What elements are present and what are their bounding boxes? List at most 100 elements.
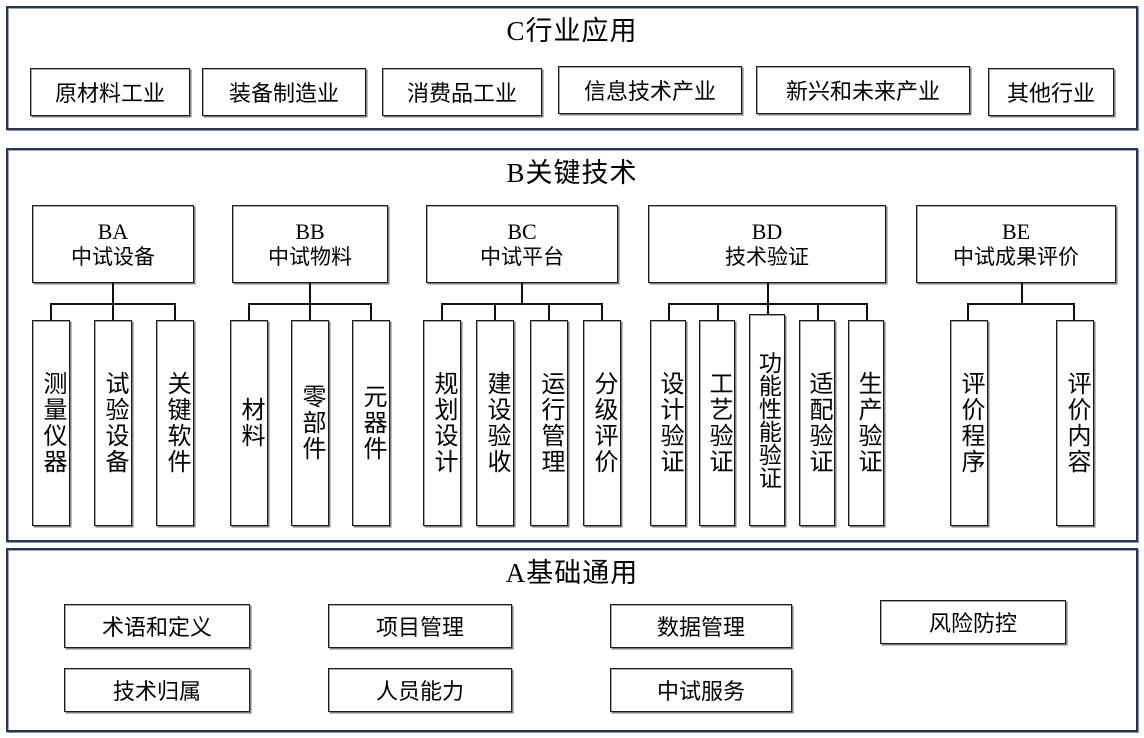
leaf-be-evaluation-content[interactable]: 评价内容	[1056, 320, 1094, 526]
leaf-ba-test-equipment[interactable]: 试验设备	[94, 320, 132, 526]
leaf-ba-measuring-instruments[interactable]: 测量仪器	[32, 320, 70, 526]
group-name: 中试物料	[268, 244, 352, 269]
connector-stem-bb	[309, 283, 312, 305]
connector-stem-bc	[521, 283, 524, 305]
leaf-bb-materials[interactable]: 材料	[230, 320, 268, 526]
connector-stem-ba	[112, 283, 115, 305]
connector-drop-bc-4	[601, 303, 604, 321]
foundation-chip-pilot-service[interactable]: 中试服务	[610, 668, 792, 712]
connector-bar-bc	[441, 303, 603, 306]
foundation-chip-label: 人员能力	[375, 679, 464, 704]
connector-drop-bd-1	[668, 303, 671, 321]
connector-drop-bb-2	[309, 303, 312, 321]
connector-stem-be	[1021, 283, 1024, 305]
industry-chip-label: 原材料工业	[54, 81, 165, 106]
connector-drop-be-2	[1073, 303, 1076, 321]
connector-drop-ba-3	[174, 303, 177, 321]
leaf-be-evaluation-procedure[interactable]: 评价程序	[950, 320, 988, 526]
group-header-bc[interactable]: BC 中试平台	[426, 205, 618, 283]
leaf-label: 元器件	[358, 384, 385, 462]
foundation-chip-label: 项目管理	[375, 615, 464, 640]
leaf-label: 评价内容	[1062, 371, 1089, 475]
connector-drop-be-1	[967, 303, 970, 321]
leaf-bd-functional-performance-verification[interactable]: 功能性能验证	[749, 314, 785, 526]
industry-chip-raw-materials[interactable]: 原材料工业	[30, 68, 190, 116]
connector-drop-bd-3	[767, 303, 770, 321]
leaf-label: 工艺验证	[704, 371, 731, 475]
leaf-label: 测量仪器	[38, 371, 65, 475]
industry-chip-label: 消费品工业	[406, 81, 517, 106]
leaf-bd-adaptation-verification[interactable]: 适配验证	[799, 320, 835, 526]
group-code: BE	[1001, 218, 1031, 244]
connector-bar-be	[967, 303, 1075, 306]
industry-chip-label: 装备制造业	[228, 81, 339, 106]
foundation-chip-personnel-capability[interactable]: 人员能力	[328, 668, 512, 712]
leaf-bc-operation-management[interactable]: 运行管理	[530, 320, 568, 526]
section-a-title: A基础通用	[505, 558, 639, 588]
group-code: BA	[97, 218, 129, 244]
foundation-chip-label: 风险防控	[928, 611, 1017, 636]
foundation-chip-terms-definitions[interactable]: 术语和定义	[64, 604, 250, 648]
foundation-chip-label: 技术归属	[112, 679, 201, 704]
connector-drop-bd-4	[817, 303, 820, 321]
connector-drop-bb-1	[248, 303, 251, 321]
foundation-chip-risk-prevention[interactable]: 风险防控	[880, 600, 1066, 644]
leaf-label: 评价程序	[956, 371, 983, 475]
industry-chip-other[interactable]: 其他行业	[988, 68, 1114, 116]
connector-drop-ba-2	[112, 303, 115, 321]
connector-drop-bd-5	[866, 303, 869, 321]
leaf-label: 适配验证	[804, 371, 831, 475]
group-header-be[interactable]: BE 中试成果评价	[916, 205, 1116, 283]
industry-chip-information-technology[interactable]: 信息技术产业	[558, 66, 742, 114]
leaf-bc-construction-acceptance[interactable]: 建设验收	[476, 320, 514, 526]
leaf-bc-planning-design[interactable]: 规划设计	[423, 320, 461, 526]
group-code: BD	[751, 218, 783, 244]
leaf-label: 零部件	[297, 384, 324, 462]
leaf-label: 设计验证	[655, 371, 682, 475]
leaf-bd-production-verification[interactable]: 生产验证	[848, 320, 884, 526]
leaf-ba-key-software[interactable]: 关键软件	[156, 320, 194, 526]
group-name: 中试平台	[480, 244, 564, 269]
leaf-label: 分级评价	[589, 371, 616, 475]
group-header-bb[interactable]: BB 中试物料	[232, 205, 388, 283]
group-header-ba[interactable]: BA 中试设备	[32, 205, 194, 283]
connector-drop-bc-2	[494, 303, 497, 321]
foundation-chip-label: 数据管理	[656, 615, 745, 640]
group-header-bd[interactable]: BD 技术验证	[648, 205, 886, 283]
connector-stem-bd	[767, 283, 770, 305]
connector-drop-bc-3	[548, 303, 551, 321]
connector-drop-bb-3	[370, 303, 373, 321]
industry-chip-label: 新兴和未来产业	[785, 79, 940, 104]
industry-chip-equipment-manufacturing[interactable]: 装备制造业	[202, 68, 366, 116]
leaf-label: 材料	[236, 397, 263, 449]
leaf-bb-electronic-components[interactable]: 元器件	[352, 320, 390, 526]
connector-drop-ba-1	[50, 303, 53, 321]
industry-chip-emerging-future[interactable]: 新兴和未来产业	[756, 66, 970, 114]
leaf-bd-process-verification[interactable]: 工艺验证	[699, 320, 735, 526]
leaf-bd-design-verification[interactable]: 设计验证	[650, 320, 686, 526]
leaf-label: 建设验收	[482, 371, 509, 475]
section-b-title: B关键技术	[506, 158, 638, 188]
foundation-chip-label: 术语和定义	[101, 615, 212, 640]
group-name: 技术验证	[725, 244, 809, 269]
leaf-bb-components[interactable]: 零部件	[291, 320, 329, 526]
industry-chip-consumer-goods[interactable]: 消费品工业	[382, 68, 542, 116]
industry-chip-label: 信息技术产业	[583, 79, 716, 104]
foundation-chip-data-management[interactable]: 数据管理	[610, 604, 792, 648]
section-c-title: C行业应用	[506, 16, 638, 46]
foundation-chip-technology-attribution[interactable]: 技术归属	[64, 668, 250, 712]
connector-drop-bd-2	[717, 303, 720, 321]
leaf-label: 规划设计	[429, 371, 456, 475]
leaf-label: 试验设备	[100, 371, 127, 475]
group-code: BB	[295, 218, 325, 244]
leaf-label: 生产验证	[853, 371, 880, 475]
group-name: 中试设备	[71, 244, 155, 269]
foundation-chip-label: 中试服务	[656, 679, 745, 704]
leaf-label: 运行管理	[536, 371, 563, 475]
connector-drop-bc-1	[441, 303, 444, 321]
leaf-bc-grade-evaluation[interactable]: 分级评价	[583, 320, 621, 526]
foundation-chip-project-management[interactable]: 项目管理	[328, 604, 512, 648]
leaf-label: 功能性能验证	[755, 351, 781, 489]
group-name: 中试成果评价	[953, 244, 1079, 269]
